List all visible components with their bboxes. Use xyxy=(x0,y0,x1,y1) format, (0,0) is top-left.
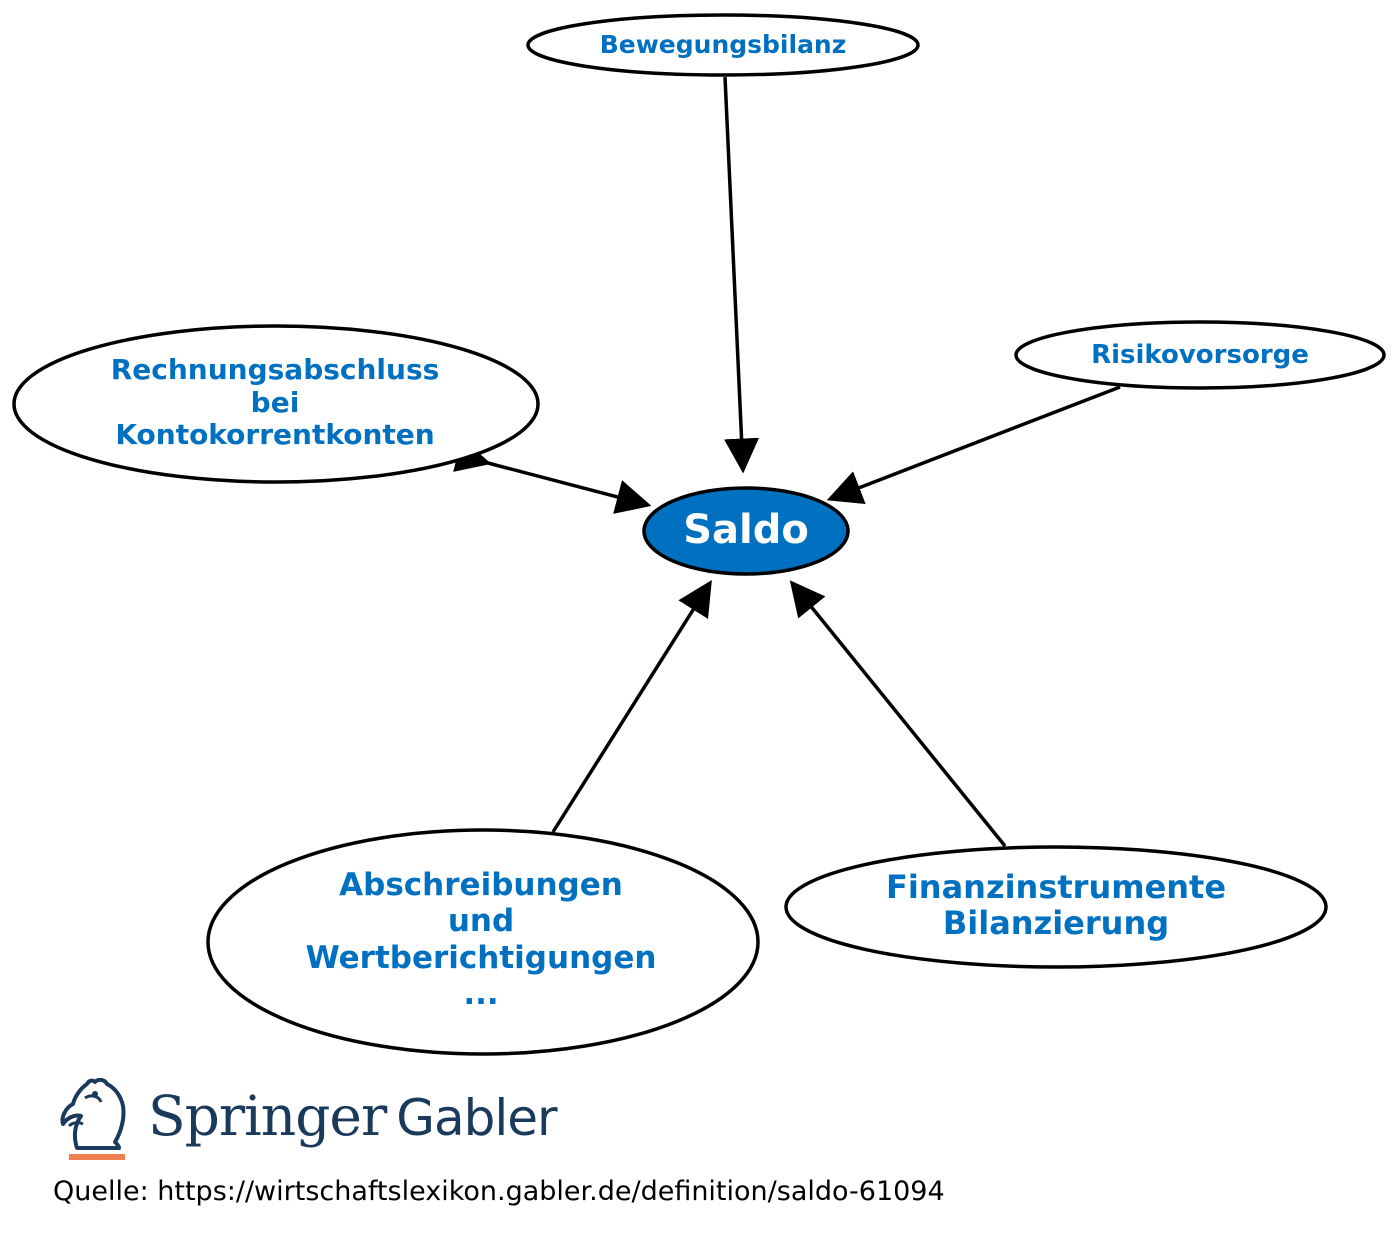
logo-springer: Springer xyxy=(148,1084,387,1148)
edge-risikovorsorge-saldo xyxy=(826,385,1121,504)
node-risikovorsorge[interactable]: Risikovorsorge xyxy=(1014,320,1386,390)
edge-abschreibungen-saldo xyxy=(551,580,712,833)
node-rechnungsabschluss[interactable]: Rechnungsabschluss bei Kontokorrentkonte… xyxy=(12,324,540,484)
node-abschreibungen[interactable]: Abschreibungen und Wertberichtigungen ..… xyxy=(206,828,760,1056)
node-label-line: Kontokorrentkonten xyxy=(115,418,434,451)
node-label-line: Finanzinstrumente xyxy=(886,868,1226,906)
node-label-line: Wertberichtigungen xyxy=(306,940,657,976)
node-label: Risikovorsorge xyxy=(1091,340,1309,370)
node-saldo[interactable]: Saldo xyxy=(642,486,850,576)
logo-underline xyxy=(69,1154,125,1160)
edge-finanzinstrumente-saldo xyxy=(789,580,1007,848)
node-label-line: bei xyxy=(251,386,300,419)
node-label-line: und xyxy=(448,903,514,939)
edge-rechnungsabschluss-saldo xyxy=(453,438,652,514)
node-label-line: Abschreibungen xyxy=(339,867,623,903)
node-label-line: ... xyxy=(463,976,498,1012)
node-label-line: Rechnungsabschluss xyxy=(111,353,440,386)
node-label-line: Bilanzierung xyxy=(943,904,1169,942)
logo-gabler: Gabler xyxy=(396,1089,557,1147)
center-label: Saldo xyxy=(683,507,809,553)
node-finanzinstrumente[interactable]: Finanzinstrumente Bilanzierung xyxy=(784,845,1328,969)
source-citation: Quelle: https://wirtschaftslexikon.gable… xyxy=(53,1176,945,1207)
node-label: Bewegungsbilanz xyxy=(600,30,847,59)
node-bewegungsbilanz[interactable]: Bewegungsbilanz xyxy=(526,13,920,77)
knight-chess-piece-icon xyxy=(60,1078,126,1160)
edge-bewegungsbilanz-saldo xyxy=(723,76,760,474)
